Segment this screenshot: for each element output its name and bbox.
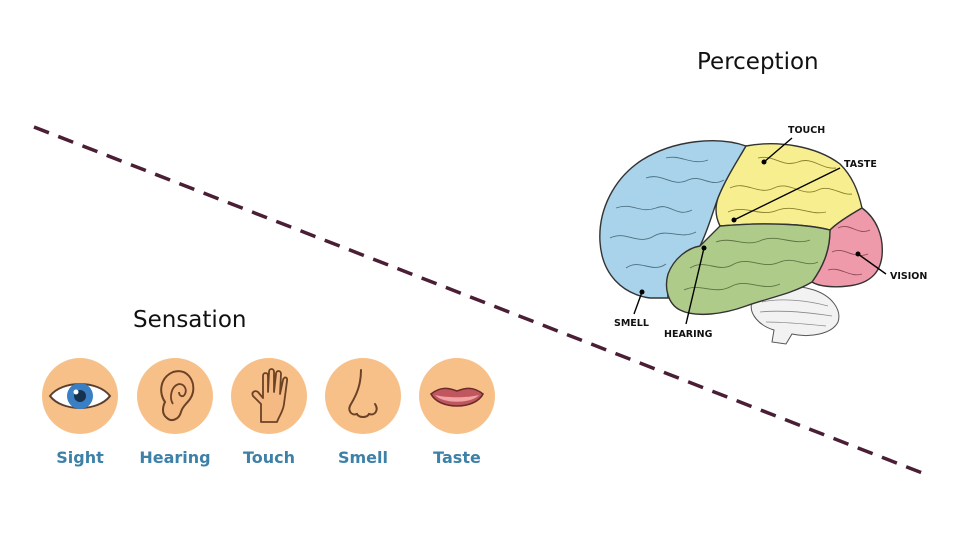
sense-item-touch: Touch [229,358,309,467]
brain-region-vision [811,207,883,288]
brain-icon [599,140,883,345]
brain-label-hearing: HEARING [664,329,713,340]
sense-label-touch: Touch [242,448,296,467]
hand-icon [231,358,307,434]
sense-item-hearing: Hearing [135,358,215,467]
sense-label-taste: Taste [433,448,481,467]
sense-label-sight: Sight [56,448,104,467]
sense-item-sight: Sight [40,358,120,467]
sense-item-smell: Smell [323,358,403,467]
brain-label-taste: TASTE [844,159,877,170]
sense-item-taste: Taste [417,358,497,467]
brain-label-touch: TOUCH [788,125,825,136]
senses-row: Sight Hearing Touch [40,358,510,478]
sense-label-smell: Smell [337,448,388,467]
brain-label-vision: VISION [890,271,927,282]
ear-icon [137,358,213,434]
sense-label-hearing: Hearing [139,448,211,467]
lips-icon [419,358,495,434]
nose-icon [325,358,401,434]
brain-diagram: TOUCH TASTE VISION SMELL HEARING [599,125,927,345]
brain-label-smell: SMELL [614,318,649,329]
perception-title: Perception [697,49,819,75]
sensation-title: Sensation [133,307,247,333]
eye-icon [42,358,118,434]
brain-region-hearing [665,223,831,315]
